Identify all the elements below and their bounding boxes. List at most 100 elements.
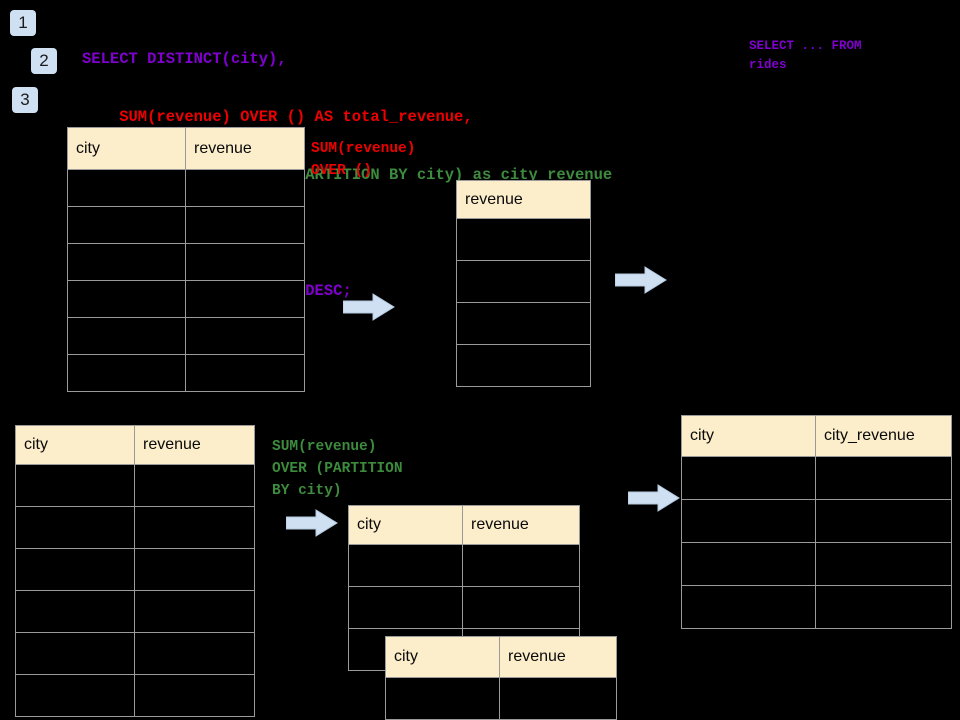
- cell: [681, 585, 816, 629]
- cell: [185, 280, 305, 318]
- header-cell-revenue: revenue: [456, 180, 591, 219]
- header-cell-revenue: revenue: [185, 127, 305, 170]
- table-row: [67, 169, 305, 207]
- cell: [15, 632, 135, 675]
- table-row: [15, 506, 255, 549]
- cell: [15, 506, 135, 549]
- table-row: [681, 542, 952, 586]
- cell: [815, 542, 952, 586]
- sql-line-2: SUM(revenue) OVER () AS total_revenue,: [82, 108, 473, 126]
- table-header-row: city revenue: [15, 425, 255, 465]
- table-row: [67, 354, 305, 392]
- cell: [67, 169, 186, 207]
- table-source-top: city revenue: [67, 127, 305, 392]
- cell: [456, 302, 591, 345]
- cell: [67, 317, 186, 355]
- annotation-sum-over-empty: SUM(revenue) OVER (): [311, 141, 416, 179]
- arrow-right-icon: [628, 484, 680, 512]
- table-header-row: city city_revenue: [681, 415, 952, 457]
- step-badge-1: 1: [10, 10, 36, 36]
- cell: [134, 548, 255, 591]
- table-partition-back: city revenue: [348, 505, 580, 671]
- cell: [456, 260, 591, 303]
- table-row: [456, 218, 591, 261]
- cell: [185, 169, 305, 207]
- cell: [185, 243, 305, 281]
- table-row: [15, 632, 255, 675]
- header-cell-city-revenue: city_revenue: [815, 415, 952, 457]
- table-row: [67, 243, 305, 281]
- step-badge-2: 2: [31, 48, 57, 74]
- header-cell-revenue: revenue: [462, 505, 580, 545]
- table-row: [15, 464, 255, 507]
- cell: [681, 499, 816, 543]
- arrow-right-icon: [286, 509, 338, 537]
- header-cell-revenue: revenue: [499, 636, 617, 678]
- table-source-bottom: city revenue: [15, 425, 255, 717]
- cell: [348, 586, 463, 629]
- table-row: [385, 677, 617, 720]
- annotation-select-from: SELECT ... FROM rides: [749, 39, 862, 72]
- cell: [815, 499, 952, 543]
- cell: [134, 590, 255, 633]
- cell: [67, 354, 186, 392]
- cell: [134, 506, 255, 549]
- cell: [456, 344, 591, 387]
- header-cell-city: city: [385, 636, 500, 678]
- table-row: [681, 499, 952, 543]
- arrow-right-icon: [615, 266, 667, 294]
- table-row: [15, 590, 255, 633]
- cell: [67, 206, 186, 244]
- table-row: [15, 548, 255, 591]
- cell: [134, 674, 255, 717]
- step-badge-3: 3: [12, 87, 38, 113]
- cell: [462, 586, 580, 629]
- table-row: [15, 674, 255, 717]
- table-total-revenue: revenue: [456, 180, 591, 387]
- table-header-row: city revenue: [385, 636, 617, 678]
- cell: [15, 674, 135, 717]
- cell: [462, 544, 580, 587]
- table-row: [67, 317, 305, 355]
- cell: [681, 542, 816, 586]
- cell: [67, 280, 186, 318]
- header-cell-revenue: revenue: [134, 425, 255, 465]
- header-cell-city: city: [15, 425, 135, 465]
- cell: [681, 456, 816, 500]
- cell: [15, 590, 135, 633]
- table-row: [67, 280, 305, 318]
- header-cell-city: city: [681, 415, 816, 457]
- table-result: city city_revenue: [681, 415, 952, 629]
- table-row: [67, 206, 305, 244]
- cell: [15, 464, 135, 507]
- cell: [15, 548, 135, 591]
- cell: [185, 354, 305, 392]
- header-cell-city: city: [348, 505, 463, 545]
- table-header-row: revenue: [456, 180, 591, 219]
- cell: [185, 317, 305, 355]
- cell: [348, 544, 463, 587]
- header-cell-city: city: [67, 127, 186, 170]
- table-header-row: city revenue: [67, 127, 305, 170]
- table-row: [681, 456, 952, 500]
- table-row: [456, 302, 591, 345]
- sql-line-1: SELECT DISTINCT(city),: [82, 50, 287, 68]
- cell: [134, 632, 255, 675]
- cell: [499, 677, 617, 720]
- annotation-sum-over-partition: SUM(revenue) OVER (PARTITION BY city): [272, 439, 403, 499]
- cell: [815, 456, 952, 500]
- cell: [185, 206, 305, 244]
- cell: [67, 243, 186, 281]
- arrow-right-icon: [343, 293, 395, 321]
- table-row: [348, 586, 580, 629]
- cell: [385, 677, 500, 720]
- cell: [134, 464, 255, 507]
- table-row: [681, 585, 952, 629]
- cell: [815, 585, 952, 629]
- table-partition-front: city revenue: [385, 636, 617, 720]
- cell: [456, 218, 591, 261]
- table-row: [348, 544, 580, 587]
- table-header-row: city revenue: [348, 505, 580, 545]
- table-row: [456, 260, 591, 303]
